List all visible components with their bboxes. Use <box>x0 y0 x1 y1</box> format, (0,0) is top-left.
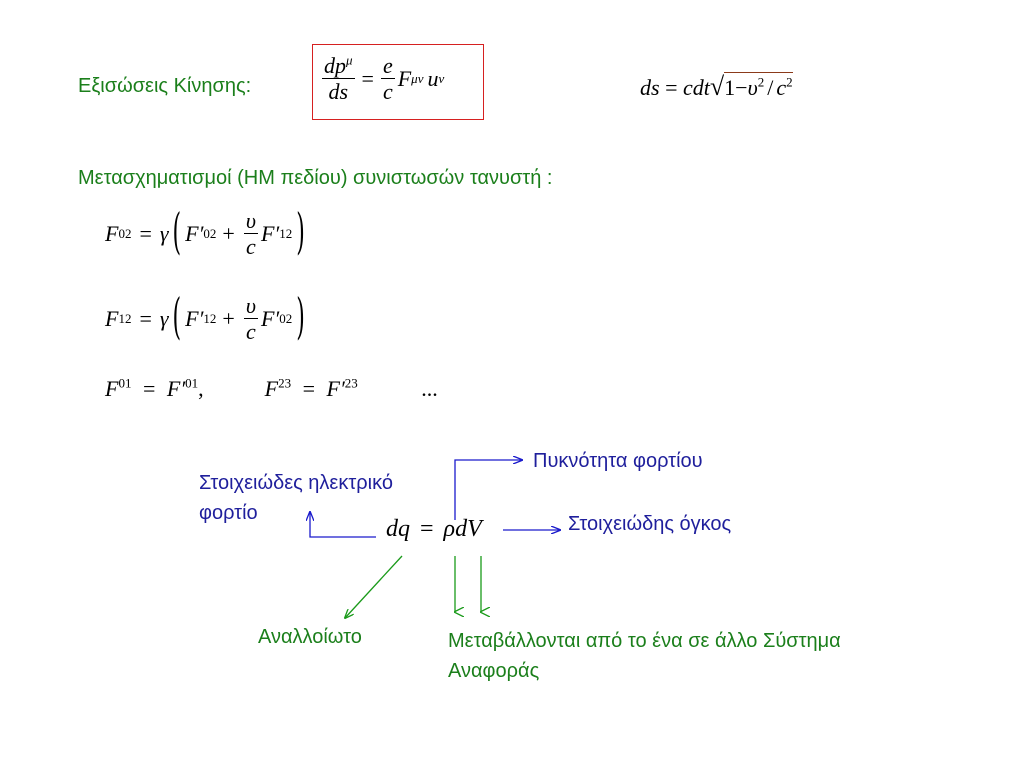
arrow-to-invariant <box>345 555 403 618</box>
charge-element-formula: dq = ρdV <box>386 516 482 542</box>
elementary-charge-label: Στοιχειώδες ηλεκτρικό φορτίο <box>199 472 393 524</box>
elementary-volume-label: Στοιχειώδης όγκος <box>568 513 732 535</box>
transformations-heading: Μετασχηματισμοί (ΗΜ πεδίου) συνιστωσών τ… <box>78 167 553 189</box>
charge-density-label: Πυκνότητα φορτίου <box>533 450 703 472</box>
equations-of-motion-label: Εξισώσεις Κίνησης: <box>78 75 252 97</box>
arrow-to-elementary-charge <box>310 512 376 538</box>
arrow-to-charge-density <box>454 460 522 520</box>
e-c-fraction: e c <box>380 53 395 105</box>
dp-ds-fraction: dpμ ds <box>322 52 355 105</box>
transformation-equation-3: F01 = F′01, F23 = F′23 ... <box>105 375 438 401</box>
changes-label: Μεταβάλλονται από το ένα σε άλλο Σύστημα… <box>448 630 841 682</box>
ds-formula: ds = cdt√1−υ2/c2 <box>640 72 793 101</box>
invariant-label: Αναλλοίωτο <box>258 626 362 648</box>
